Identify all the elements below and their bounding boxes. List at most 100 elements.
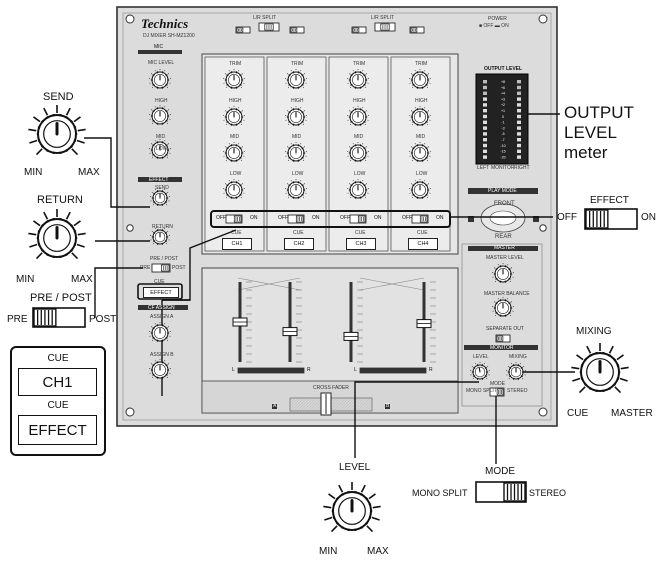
ch3-knob-0[interactable] bbox=[347, 69, 369, 89]
return-panel-label: RETURN bbox=[152, 224, 173, 230]
level-callout-max: MAX bbox=[367, 546, 389, 557]
knob-tick bbox=[286, 183, 289, 185]
ch3-effect-switch[interactable] bbox=[349, 214, 367, 224]
input-selector-switch-1[interactable] bbox=[289, 26, 305, 34]
ch4-knob-2[interactable] bbox=[409, 142, 431, 162]
mic-knob-0[interactable] bbox=[149, 69, 171, 89]
ch2-knob-3[interactable] bbox=[285, 179, 307, 199]
ch1-knob-1[interactable] bbox=[223, 106, 245, 126]
ch1-knob-3[interactable] bbox=[223, 179, 245, 199]
knob-knurl bbox=[73, 139, 77, 142]
send-panel-knob[interactable] bbox=[150, 188, 170, 206]
ch1-effect-switch[interactable] bbox=[225, 214, 243, 224]
return-callout-title: RETURN bbox=[37, 194, 83, 206]
lr-split-switch-1[interactable] bbox=[374, 22, 396, 32]
knob-knurl bbox=[363, 83, 366, 86]
assign-b-knob[interactable] bbox=[149, 359, 171, 379]
mic-knob-1[interactable] bbox=[149, 105, 171, 125]
ch2-cue-button[interactable]: CH2 bbox=[284, 238, 314, 250]
ch4-fader[interactable] bbox=[416, 281, 436, 363]
mic-high-label: HIGH bbox=[155, 98, 168, 104]
mode-callout-switch[interactable] bbox=[475, 481, 527, 503]
pre-post-callout-switch[interactable] bbox=[32, 307, 86, 328]
knob-knurl bbox=[359, 86, 362, 89]
cue-effect-button[interactable]: EFFECT bbox=[143, 287, 179, 298]
knob-tick bbox=[167, 363, 170, 365]
ch4-cue-button[interactable]: CH4 bbox=[408, 238, 438, 250]
knob-knurl bbox=[608, 353, 612, 357]
ch4-knob-0[interactable] bbox=[409, 69, 431, 89]
ch2-knob-2[interactable] bbox=[285, 142, 307, 162]
knob-tick bbox=[365, 73, 368, 75]
master-balance-knob[interactable] bbox=[492, 297, 514, 317]
knob-tick bbox=[472, 378, 474, 380]
knob-knurl bbox=[226, 193, 229, 196]
ch3-fader[interactable] bbox=[343, 281, 363, 363]
knob-knurl bbox=[616, 377, 620, 380]
input-selector-switch-3[interactable] bbox=[409, 26, 425, 34]
ch1-knob-0[interactable] bbox=[223, 69, 245, 89]
knob-knurl bbox=[152, 364, 155, 367]
ch2-knob-1[interactable] bbox=[285, 106, 307, 126]
ch1-cue-button[interactable]: CH1 bbox=[222, 238, 252, 250]
cue-ch1-button[interactable]: CH1 bbox=[18, 368, 97, 396]
ch4-mid-label: MID bbox=[416, 134, 426, 140]
ch3-cue-button[interactable]: CH3 bbox=[346, 238, 376, 250]
knob-knurl bbox=[354, 159, 357, 162]
knob-knurl bbox=[235, 71, 238, 74]
knob-knurl bbox=[481, 364, 483, 367]
ch4-effect-switch[interactable] bbox=[411, 214, 429, 224]
meter-led bbox=[517, 91, 521, 95]
separate-out-switch[interactable] bbox=[495, 334, 511, 343]
knob-tick bbox=[71, 252, 79, 260]
knob-knurl bbox=[354, 144, 357, 147]
ch1-fader[interactable] bbox=[232, 281, 252, 363]
effect-callout-switch[interactable] bbox=[584, 208, 638, 230]
front-label: FRONT bbox=[494, 201, 515, 207]
knob-tick bbox=[224, 146, 227, 148]
knob-knurl bbox=[495, 302, 498, 305]
knob-knurl bbox=[354, 196, 357, 199]
input-selector-switch-2[interactable] bbox=[351, 26, 367, 34]
knob-tick bbox=[150, 326, 153, 328]
monitor-mixing-knob[interactable] bbox=[506, 362, 526, 380]
input-selector-switch-0[interactable] bbox=[235, 26, 251, 34]
ch3-knob-3[interactable] bbox=[347, 179, 369, 199]
assign-a-knob[interactable] bbox=[149, 322, 171, 342]
ch2-effect-switch[interactable] bbox=[287, 214, 305, 224]
knob-knurl bbox=[509, 375, 512, 378]
knob-knurl bbox=[359, 144, 362, 147]
meter-led bbox=[483, 114, 487, 119]
knob-knurl bbox=[235, 123, 238, 126]
knob-knurl bbox=[45, 149, 49, 153]
knob-tick bbox=[616, 354, 624, 361]
knob-knurl bbox=[152, 327, 155, 330]
ch3-knob-1[interactable] bbox=[347, 106, 369, 126]
mic-knob-2[interactable] bbox=[149, 139, 171, 159]
return-callout-max: MAX bbox=[71, 274, 93, 285]
screw bbox=[125, 14, 135, 24]
ch1-knob-2[interactable] bbox=[223, 142, 245, 162]
ch4-knob-3[interactable] bbox=[409, 179, 431, 199]
knob-tick bbox=[586, 345, 592, 354]
knob-knurl bbox=[165, 327, 168, 330]
return-panel-knob[interactable] bbox=[150, 227, 170, 245]
power-label: POWER bbox=[488, 16, 507, 22]
lr-split-switch-0[interactable] bbox=[258, 22, 280, 32]
meter-scale-label: +8 bbox=[501, 80, 505, 84]
ch2-knob-0[interactable] bbox=[285, 69, 307, 89]
ch2-fader[interactable] bbox=[282, 281, 302, 363]
effect-switch-callout-title: EFFECT bbox=[590, 195, 629, 206]
meter-scale-label: -1 bbox=[501, 121, 504, 125]
master-level-knob[interactable] bbox=[492, 263, 514, 283]
cue-effect-callout-button[interactable]: EFFECT bbox=[18, 415, 97, 445]
knob-knurl bbox=[239, 193, 242, 196]
ch3-knob-2[interactable] bbox=[347, 142, 369, 162]
knob-knurl bbox=[165, 74, 168, 77]
monitor-level-knob[interactable] bbox=[470, 362, 490, 380]
ch3-on-label: ON bbox=[374, 215, 382, 221]
pre-post-panel-switch[interactable] bbox=[151, 263, 171, 273]
mode-panel-switch[interactable] bbox=[489, 387, 505, 397]
ch4-knob-1[interactable] bbox=[409, 106, 431, 126]
ch3-low-label: LOW bbox=[354, 171, 366, 177]
